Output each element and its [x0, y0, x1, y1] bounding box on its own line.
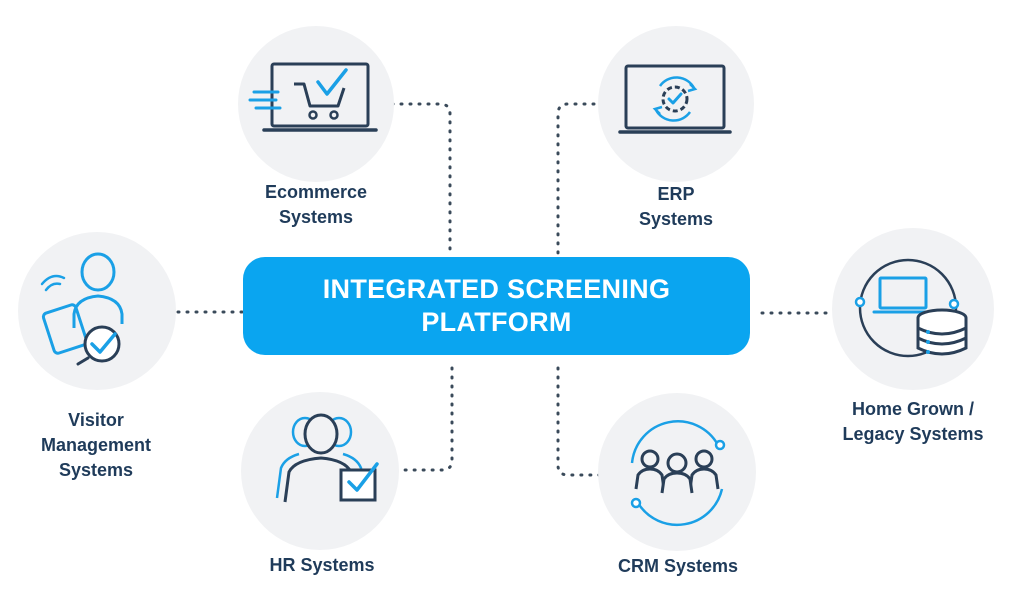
platform-title-line1: INTEGRATED SCREENING — [322, 274, 671, 304]
connector-ecommerce — [390, 102, 452, 257]
crm-label-line1: CRM Systems — [617, 556, 739, 576]
visitor-node — [18, 232, 176, 390]
crm-label: CRM Systems — [586, 554, 770, 579]
shopping-cart-laptop-icon — [248, 62, 378, 132]
erp-label: ERP Systems — [592, 182, 760, 232]
connector-hr — [396, 366, 454, 472]
homegrown-label-line1: Home Grown / — [851, 399, 974, 419]
visitor-tablet-check-icon — [40, 252, 124, 366]
hr-label: HR Systems — [230, 553, 414, 578]
ecommerce-label-line1: Ecommerce — [264, 182, 368, 202]
ecommerce-label: Ecommerce Systems — [232, 180, 400, 230]
hr-label-line1: HR Systems — [269, 555, 375, 575]
visitor-label-line1: Visitor — [68, 410, 124, 430]
gear-laptop-icon — [618, 64, 732, 134]
ecommerce-node — [238, 26, 394, 182]
hr-node — [241, 392, 399, 550]
homegrown-label: Home Grown / Legacy Systems — [818, 397, 1008, 447]
homegrown-node — [832, 228, 994, 390]
erp-label-line2: Systems — [638, 209, 714, 229]
integrated-screening-platform: INTEGRATED SCREENING PLATFORM — [243, 257, 750, 355]
crm-node — [598, 393, 756, 551]
visitor-label-line2: Management — [40, 435, 152, 455]
connector-erp — [556, 102, 605, 257]
laptop-database-icon — [854, 258, 968, 358]
visitor-label: Visitor Management Systems — [10, 408, 182, 483]
erp-node — [598, 26, 754, 182]
visitor-label-line3: Systems — [58, 460, 134, 480]
people-checkbox-icon — [275, 413, 379, 503]
platform-title-line2: PLATFORM — [421, 307, 572, 337]
erp-label-line1: ERP — [657, 184, 695, 204]
customer-group-icon — [630, 420, 726, 527]
connector-crm — [556, 366, 605, 477]
homegrown-label-line2: Legacy Systems — [842, 424, 984, 444]
ecommerce-label-line2: Systems — [278, 207, 354, 227]
